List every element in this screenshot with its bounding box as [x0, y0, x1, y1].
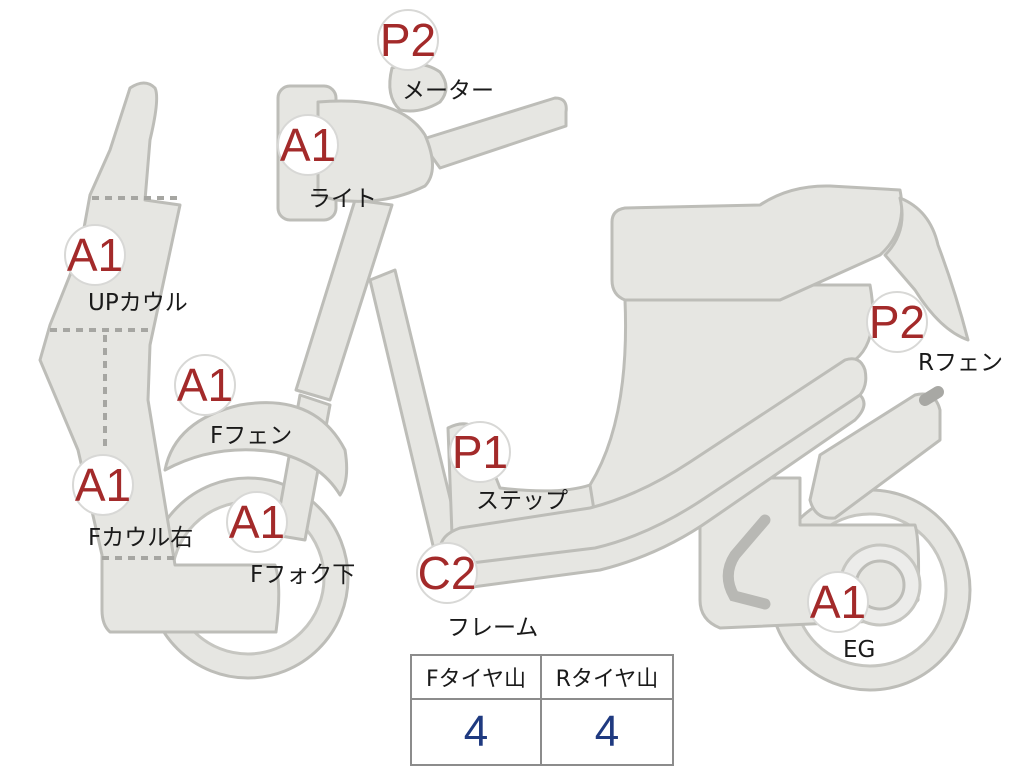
- part-label: Fフェン: [210, 423, 292, 449]
- part-label: フレーム: [447, 615, 538, 641]
- badge-code: A1: [177, 359, 233, 411]
- front-tire-value: 4: [412, 700, 542, 764]
- badge-light: A1 ライト: [277, 114, 377, 212]
- badge-f-cowl-right: A1 Fカウル右: [72, 454, 193, 551]
- badge-r-fender: P2 Rフェン: [866, 291, 1003, 376]
- badge-meter: P2 メーター: [377, 9, 494, 104]
- badge-code: P2: [380, 14, 436, 66]
- front-tire-header: Fタイヤ山: [412, 656, 542, 700]
- part-label: ステップ: [476, 488, 568, 514]
- badge-engine: A1 EG: [807, 571, 875, 663]
- badge-up-cowl: A1 UPカウル: [64, 224, 188, 316]
- badge-code: A1: [67, 229, 123, 281]
- part-label: ライト: [308, 186, 377, 212]
- steering-column: [294, 198, 394, 402]
- part-label: EG: [843, 637, 875, 663]
- badge-code: A1: [280, 119, 336, 171]
- tire-tread-table: Fタイヤ山 Rタイヤ山 4 4: [410, 654, 674, 766]
- badge-code: C2: [418, 547, 477, 599]
- part-label: Rフェン: [918, 350, 1003, 376]
- handlebar: [418, 96, 568, 170]
- badge-code: P1: [452, 426, 508, 478]
- part-label: UPカウル: [88, 290, 188, 316]
- rear-frame-rail: [448, 393, 866, 592]
- badge-code: A1: [810, 576, 866, 628]
- part-label: Fフォク下: [250, 562, 355, 588]
- badge-frame: C2 フレーム: [416, 542, 538, 641]
- part-label: メーター: [402, 78, 494, 104]
- rear-tire-value: 4: [594, 707, 620, 756]
- badge-f-fork-lower: A1 Fフォク下: [226, 491, 355, 588]
- part-label: Fカウル右: [88, 525, 193, 551]
- badge-code: A1: [229, 496, 285, 548]
- rear-tire-header: Rタイヤ山: [542, 656, 672, 700]
- badge-code: A1: [75, 459, 131, 511]
- body-seat-unit: [588, 184, 970, 537]
- badge-step: P1 ステップ: [449, 421, 568, 514]
- badge-f-fender: A1 Fフェン: [174, 354, 292, 449]
- meter-cover: [388, 62, 448, 113]
- badge-code: P2: [869, 296, 925, 348]
